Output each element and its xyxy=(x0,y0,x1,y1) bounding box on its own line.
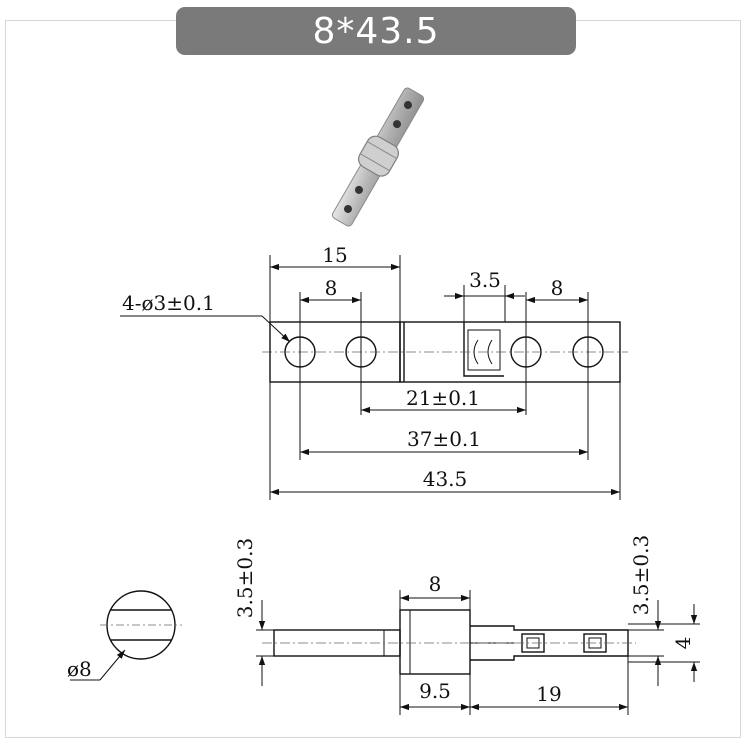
dim-barrel-offset: 9.5 xyxy=(419,679,451,703)
dim-right-pin-height: 3.5±0.3 xyxy=(629,535,653,615)
dim-barrel-width: 8 xyxy=(429,572,442,596)
end-view xyxy=(70,590,182,681)
title-banner: 8*43.5 xyxy=(176,7,576,55)
right-leaf xyxy=(399,321,621,383)
dim-left-leaf-length: 15 xyxy=(322,243,347,267)
dim-right-leaf-length: 19 xyxy=(536,682,561,706)
dim-outer-hole-pitch: 37±0.1 xyxy=(407,427,481,451)
dim-inner-hole-pitch: 21±0.1 xyxy=(406,386,480,410)
top-view xyxy=(262,321,628,383)
dim-overall-length: 43.5 xyxy=(423,467,468,491)
dim-slot-width: 3.5 xyxy=(469,268,501,292)
hinge-product-image xyxy=(331,87,425,227)
dim-diameter: ø8 xyxy=(67,657,92,681)
barrel xyxy=(399,609,471,675)
hole-callout: 4-ø3±0.1 xyxy=(122,291,215,315)
dim-left-pin-height: 3.5±0.3 xyxy=(233,538,257,618)
side-view xyxy=(262,609,636,675)
dim-right-leaf-thickness: 4 xyxy=(671,637,695,650)
title-text: 8*43.5 xyxy=(312,10,440,52)
dim-left-hole-spacing: 8 xyxy=(325,276,338,300)
dim-right-hole-spacing: 8 xyxy=(551,276,564,300)
